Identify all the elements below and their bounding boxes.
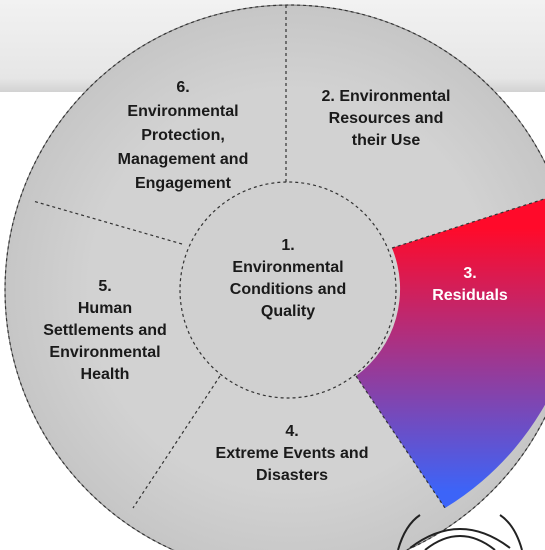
segment-text-line: Engagement <box>135 175 232 192</box>
segment-text-line: Management and <box>118 151 249 168</box>
segment-number: 5. <box>98 278 111 295</box>
emblem-laurel-right <box>499 514 523 550</box>
divider-5-6 <box>32 200 183 245</box>
segment-text-line: Disasters <box>256 467 328 484</box>
segment-text-line: Environmental <box>49 344 160 361</box>
segment-text-line: Health <box>81 366 130 383</box>
segment-text-line: Resources and <box>329 110 444 127</box>
segment-number: 4. <box>285 423 298 440</box>
segment-text-line: Settlements and <box>43 322 167 339</box>
segment-text-line: Environmental <box>232 259 343 276</box>
outer-boundary <box>4 4 545 550</box>
segment-number: 2. Environmental <box>322 88 451 105</box>
emblem-arc <box>409 528 511 549</box>
segment-text-line: their Use <box>352 132 421 149</box>
segment-text-line: Residuals <box>432 287 508 304</box>
segment-number: 6. <box>176 79 189 96</box>
segment-text-line: Environmental <box>127 103 238 120</box>
divider-2-3 <box>391 198 545 249</box>
segment-number: 3. <box>463 265 476 282</box>
segment-label-residuals: 3. Residuals <box>432 265 508 304</box>
segment-text-line: Human <box>78 300 132 317</box>
emblem-laurel-left <box>397 514 421 550</box>
segment-text-line: Quality <box>261 303 315 320</box>
un-emblem <box>397 514 523 550</box>
segment-residuals-sector <box>356 198 545 508</box>
segment-dividers <box>4 4 545 550</box>
segment-text-line: Conditions and <box>230 281 346 298</box>
divider-4-5 <box>132 375 221 509</box>
segment-text-line: Extreme Events and <box>216 445 369 462</box>
center-circle <box>179 181 397 399</box>
segment-number: 1. <box>281 237 294 254</box>
segment-text-line: Protection, <box>141 127 225 144</box>
divider-3-4 <box>355 375 446 509</box>
emblem-inner-arc <box>424 535 496 550</box>
